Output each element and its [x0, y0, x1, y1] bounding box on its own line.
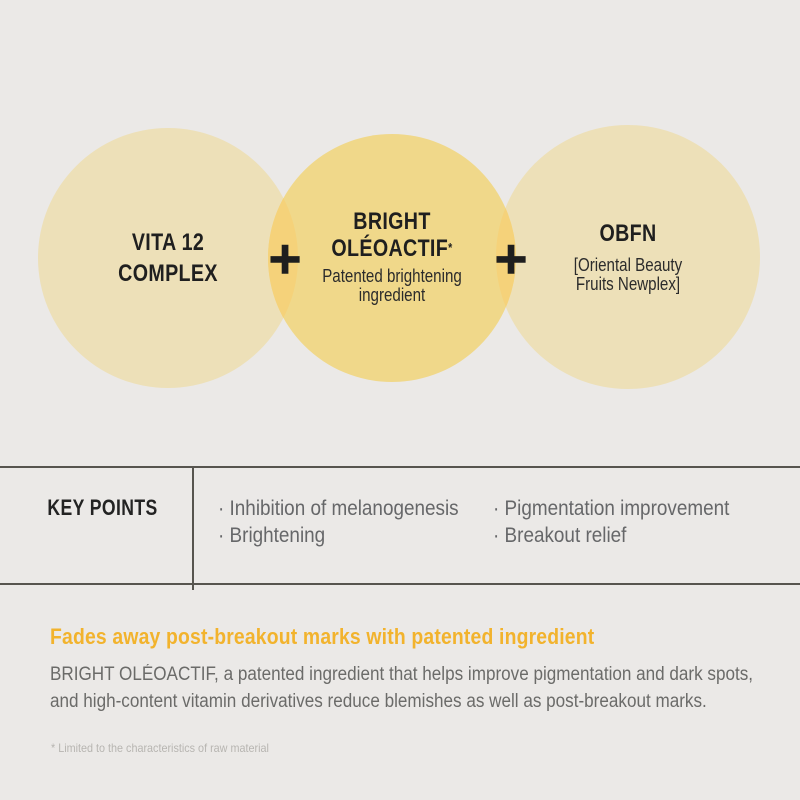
benefit-description-line1: BRIGHT OLÉOACTIF, a patented ingredient …	[50, 664, 754, 685]
benefit-description: BRIGHT OLÉOACTIF, a patented ingredient …	[50, 661, 753, 715]
keypoints-column-2: · Pigmentation improvement · Breakout re…	[493, 496, 729, 549]
footnote: * Limited to the characteristics of raw …	[51, 741, 269, 755]
keypoints-column-1: · Inhibition of melanogenesis · Brighten…	[218, 496, 459, 549]
center-circle-title-line1: BRIGHT	[353, 208, 431, 235]
center-circle-subtitle-line2: ingredient	[358, 285, 426, 305]
right-circle	[496, 125, 760, 389]
keypoints-vertical-divider	[192, 466, 194, 590]
right-circle-title: OBFN	[599, 220, 657, 247]
left-circle-title-line1: VITA 12	[131, 229, 205, 256]
plus-icon: +	[266, 233, 304, 285]
center-circle-title-line2: OLÉOACTIF*	[290, 235, 493, 262]
left-circle-title-line2: COMPLEX	[118, 260, 218, 287]
right-circle-subtitle: [Oriental Beauty Fruits Newplex]	[517, 256, 739, 294]
right-circle-subtitle-line2: Fruits Newplex]	[575, 274, 681, 294]
keypoint-item: · Breakout relief	[493, 523, 627, 547]
keypoint-item: · Pigmentation improvement	[493, 497, 730, 520]
keypoints-top-rule	[0, 466, 800, 468]
center-circle-title: BRIGHT OLÉOACTIF*	[290, 208, 493, 262]
benefit-description-line2: and high-content vitamin derivatives red…	[50, 691, 707, 712]
plus-icon: +	[492, 233, 530, 285]
center-circle	[268, 134, 516, 382]
keypoint-item: · Inhibition of melanogenesis	[218, 497, 459, 520]
center-circle-subtitle-line1: Patented brightening	[322, 266, 462, 286]
keypoints-bottom-rule	[0, 583, 800, 585]
left-circle	[38, 128, 298, 388]
left-circle-label: VITA 12 COMPLEX	[61, 227, 274, 289]
right-circle-subtitle-line1: [Oriental Beauty	[573, 255, 683, 275]
keypoints-label: KEY POINTS	[47, 495, 158, 520]
center-circle-subtitle: Patented brightening ingredient	[288, 267, 496, 305]
venn-diagram	[38, 125, 760, 389]
center-circle-title-text: OLÉOACTIF	[331, 235, 449, 262]
footnote-marker: *	[448, 240, 453, 255]
benefit-heading: Fades away post-breakout marks with pate…	[50, 624, 595, 649]
keypoint-item: · Brightening	[218, 523, 326, 547]
